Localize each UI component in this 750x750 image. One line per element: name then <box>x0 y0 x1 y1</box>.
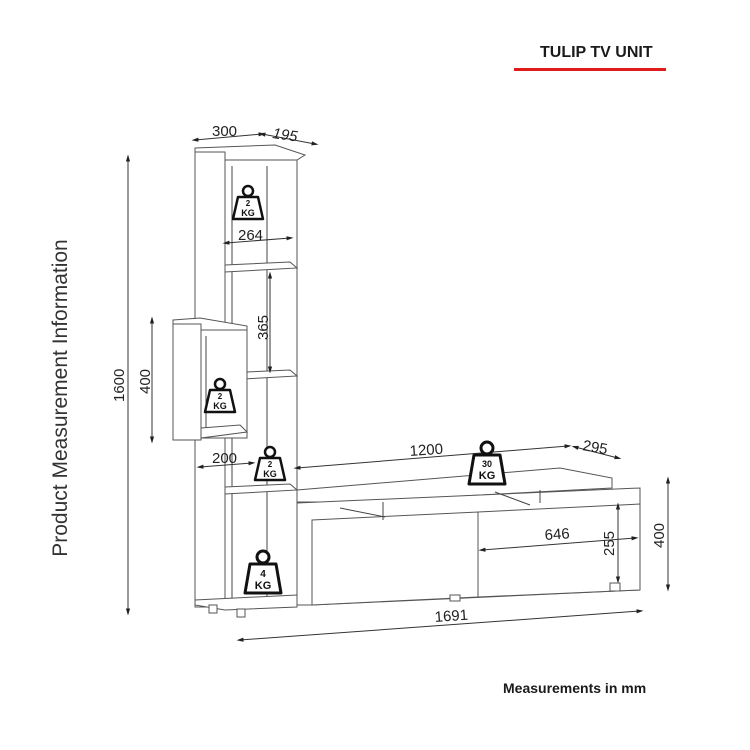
weight-icon: 4 KG <box>243 549 283 595</box>
svg-text:2: 2 <box>246 199 251 208</box>
dimension-labels: 300 195 264 365 1600 400 200 1200 295 64… <box>111 123 668 626</box>
svg-text:KG: KG <box>479 470 496 482</box>
svg-text:KG: KG <box>241 208 255 218</box>
dim-drawer-height: 255 <box>601 531 618 556</box>
dim-top-depth: 295 <box>581 437 609 458</box>
dim-drawer-width: 646 <box>544 525 570 544</box>
weight-icon: 2 KG <box>203 377 237 414</box>
side-box-shelf <box>172 317 249 441</box>
svg-text:KG: KG <box>213 401 227 411</box>
title-underline <box>514 68 666 71</box>
dimension-lines <box>125 132 671 642</box>
weight-icon: 2 KG <box>231 184 265 221</box>
dim-total-width: 1691 <box>434 607 468 626</box>
product-title: TULIP TV UNIT <box>540 44 653 61</box>
svg-text:4: 4 <box>260 569 266 580</box>
units-note: Measurements in mm <box>503 680 647 696</box>
svg-text:2: 2 <box>218 392 223 401</box>
weight-icon: 2 KG <box>253 445 287 482</box>
dim-tower-depth: 195 <box>271 125 299 145</box>
dim-unit-height: 400 <box>651 523 668 548</box>
dim-top-width: 1200 <box>409 441 443 460</box>
tv-base-unit <box>296 467 641 606</box>
svg-text:KG: KG <box>263 469 277 479</box>
dim-shelf-width: 264 <box>238 227 263 244</box>
weight-icon: 30 KG <box>467 440 507 486</box>
dim-tower-width: 300 <box>212 123 237 140</box>
dim-total-height: 1600 <box>111 369 128 402</box>
dim-box-height: 400 <box>137 369 154 394</box>
svg-text:2: 2 <box>268 460 273 469</box>
svg-text:KG: KG <box>255 580 272 592</box>
svg-text:30: 30 <box>482 459 492 469</box>
dim-shelf-height: 365 <box>255 315 272 340</box>
dim-box-width: 200 <box>212 450 237 467</box>
